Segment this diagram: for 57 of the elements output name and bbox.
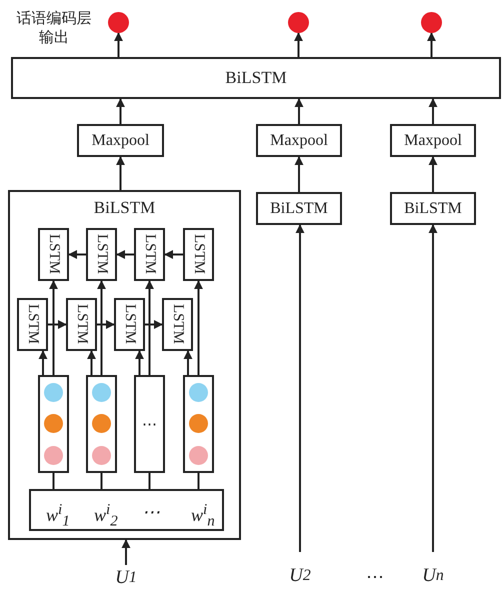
vector-box xyxy=(183,375,214,473)
arrow xyxy=(145,320,163,329)
vector-box xyxy=(86,375,117,473)
output-circle xyxy=(288,12,309,33)
lstm-box: LSTM xyxy=(162,298,193,351)
process-box: BiLSTM xyxy=(256,192,342,225)
process-box: Maxpool xyxy=(390,124,476,157)
output-label: 话语编码层输出 xyxy=(16,10,92,48)
arrow xyxy=(294,156,304,192)
arrow xyxy=(428,224,438,552)
box-title: BiLSTM xyxy=(92,198,156,218)
arrow xyxy=(294,32,303,57)
arrow xyxy=(48,320,67,329)
arrow xyxy=(116,250,134,259)
connector-line xyxy=(198,473,200,489)
lstm-box: LSTM xyxy=(114,298,145,351)
arrow xyxy=(164,250,183,259)
arrow xyxy=(116,156,125,190)
arrow xyxy=(68,250,86,259)
arrow xyxy=(427,32,436,57)
process-box: Maxpool xyxy=(256,124,342,157)
lstm-box: LSTM xyxy=(134,228,165,281)
arrow xyxy=(194,280,203,375)
arrow xyxy=(114,32,123,57)
arrow xyxy=(122,539,130,565)
arrow xyxy=(145,280,154,375)
arrow xyxy=(135,350,144,375)
arrow xyxy=(294,98,304,124)
arrow xyxy=(97,280,106,375)
arrow xyxy=(87,350,96,375)
lstm-box: LSTM xyxy=(86,228,117,281)
lstm-box: LSTM xyxy=(17,298,48,351)
group-box xyxy=(8,190,241,540)
connector-line xyxy=(100,473,102,489)
ellipsis-label: ⋯ xyxy=(365,566,385,588)
output-circle xyxy=(421,12,442,33)
process-box: BiLSTM xyxy=(11,57,501,99)
word-label: ⋯ xyxy=(142,503,160,521)
arrow xyxy=(49,280,58,375)
lstm-box: LSTM xyxy=(183,228,214,281)
input-box xyxy=(29,489,224,531)
process-box: BiLSTM xyxy=(390,192,476,225)
process-box: Maxpool xyxy=(77,124,164,157)
arrow xyxy=(116,98,125,124)
connector-line xyxy=(52,473,54,489)
arrow xyxy=(296,224,304,552)
arrow xyxy=(428,98,438,124)
connector-line xyxy=(148,473,150,489)
arrow xyxy=(97,320,115,329)
arrow xyxy=(38,350,48,375)
arrow xyxy=(184,350,192,375)
lstm-box: LSTM xyxy=(66,298,97,351)
vector-box: ⋯ xyxy=(134,375,165,473)
lstm-box: LSTM xyxy=(38,228,69,281)
vector-box xyxy=(38,375,69,473)
output-circle xyxy=(108,12,129,33)
arrow xyxy=(428,156,438,192)
